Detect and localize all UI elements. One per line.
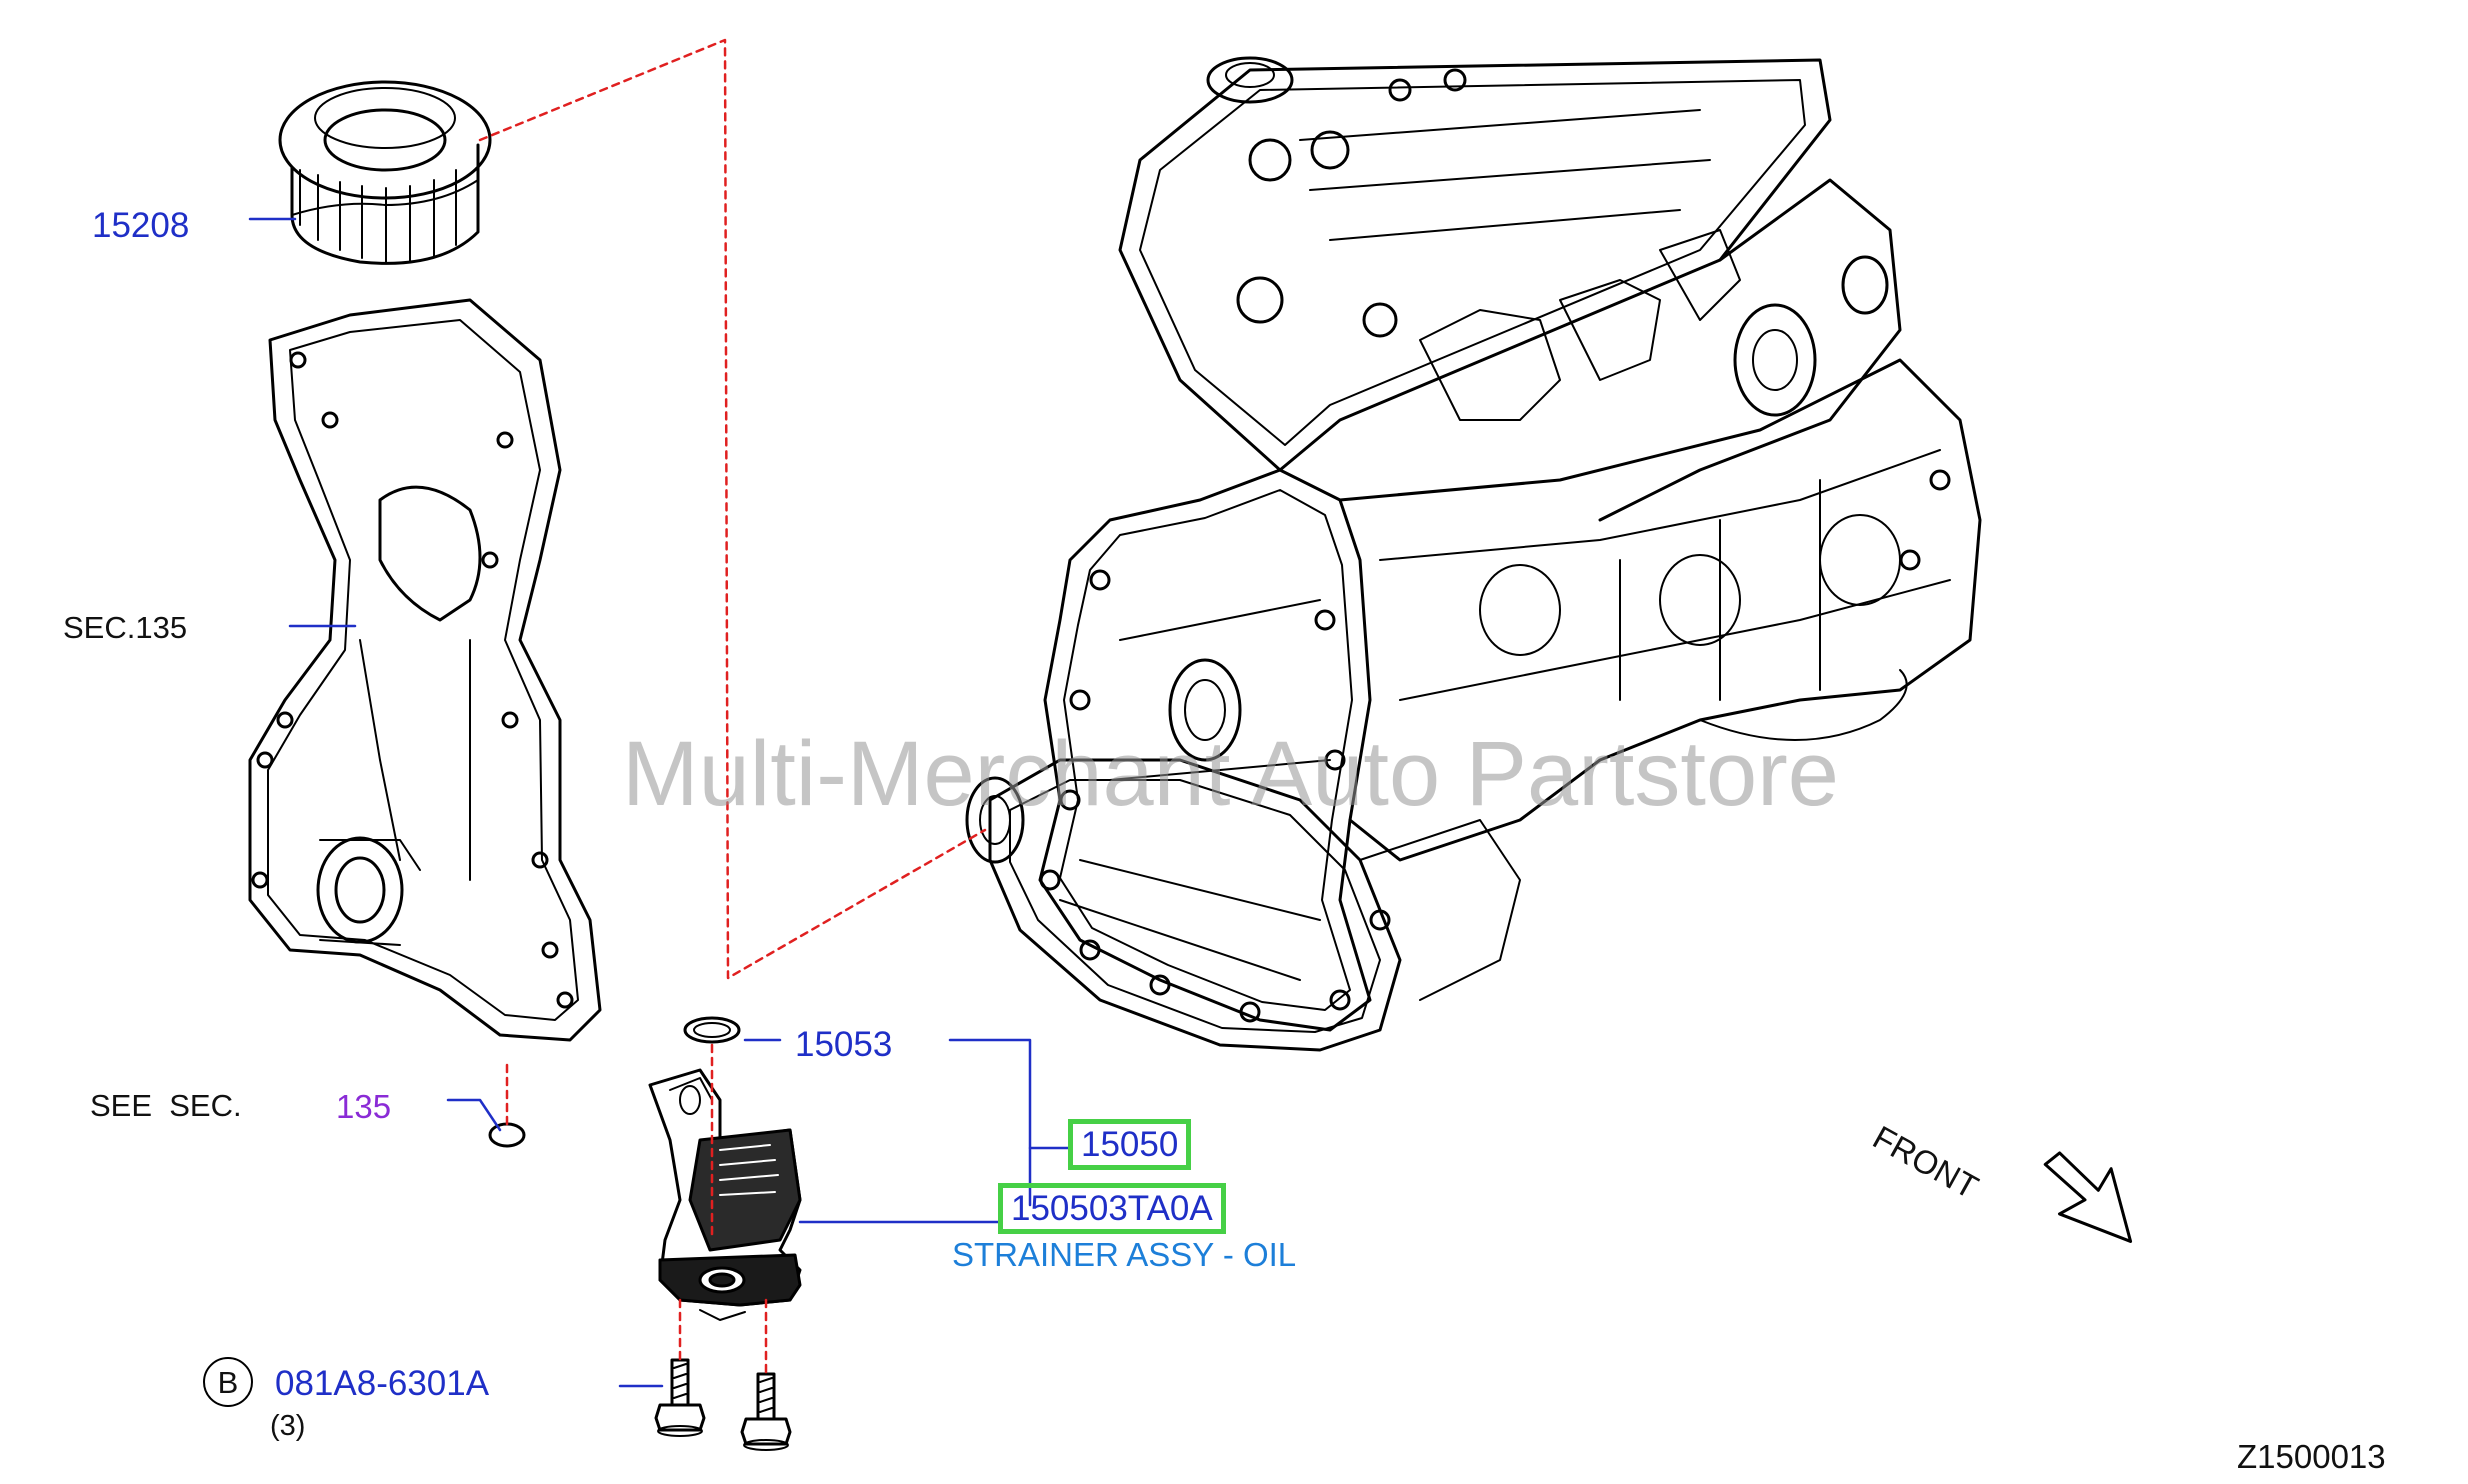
label-strainer-description: STRAINER ASSY - OIL [952, 1236, 1297, 1273]
plug-drawing [488, 1122, 526, 1148]
dashed-leader-lines [478, 38, 987, 1376]
bolt-circle-letter: B [217, 1364, 239, 1400]
diagram-id: Z1500013 [2237, 1438, 2386, 1475]
watermark-text: Multi-Merchant Auto Partstore [622, 723, 1839, 825]
front-arrow-icon [2043, 1151, 2133, 1243]
label-oil-filter[interactable]: 15208 [92, 206, 190, 245]
label-front-cover-section[interactable]: SEC.135 [63, 610, 188, 645]
engine-assembly-drawing [965, 56, 1982, 1052]
oring-drawing [683, 1016, 741, 1044]
oil-filter-drawing [278, 80, 492, 265]
label-bolt-quantity: (3) [270, 1410, 306, 1442]
label-strainer-part-highlighted[interactable]: 15050 [1068, 1119, 1192, 1170]
label-strainer-full-part-highlighted[interactable]: 150503TA0A [998, 1183, 1226, 1234]
label-bolt[interactable]: 081A8-6301A [275, 1364, 490, 1403]
bolt-circle-badge: B [203, 1357, 253, 1407]
label-oring[interactable]: 15053 [795, 1025, 893, 1064]
callout-lines [248, 217, 1070, 1388]
front-cover-drawing [248, 298, 602, 1042]
bolts-drawing [654, 1358, 792, 1451]
label-see-sec-number[interactable]: 135 [336, 1088, 392, 1125]
label-see-sec: SEE SEC. [90, 1088, 242, 1123]
oil-strainer-drawing [648, 1068, 802, 1321]
